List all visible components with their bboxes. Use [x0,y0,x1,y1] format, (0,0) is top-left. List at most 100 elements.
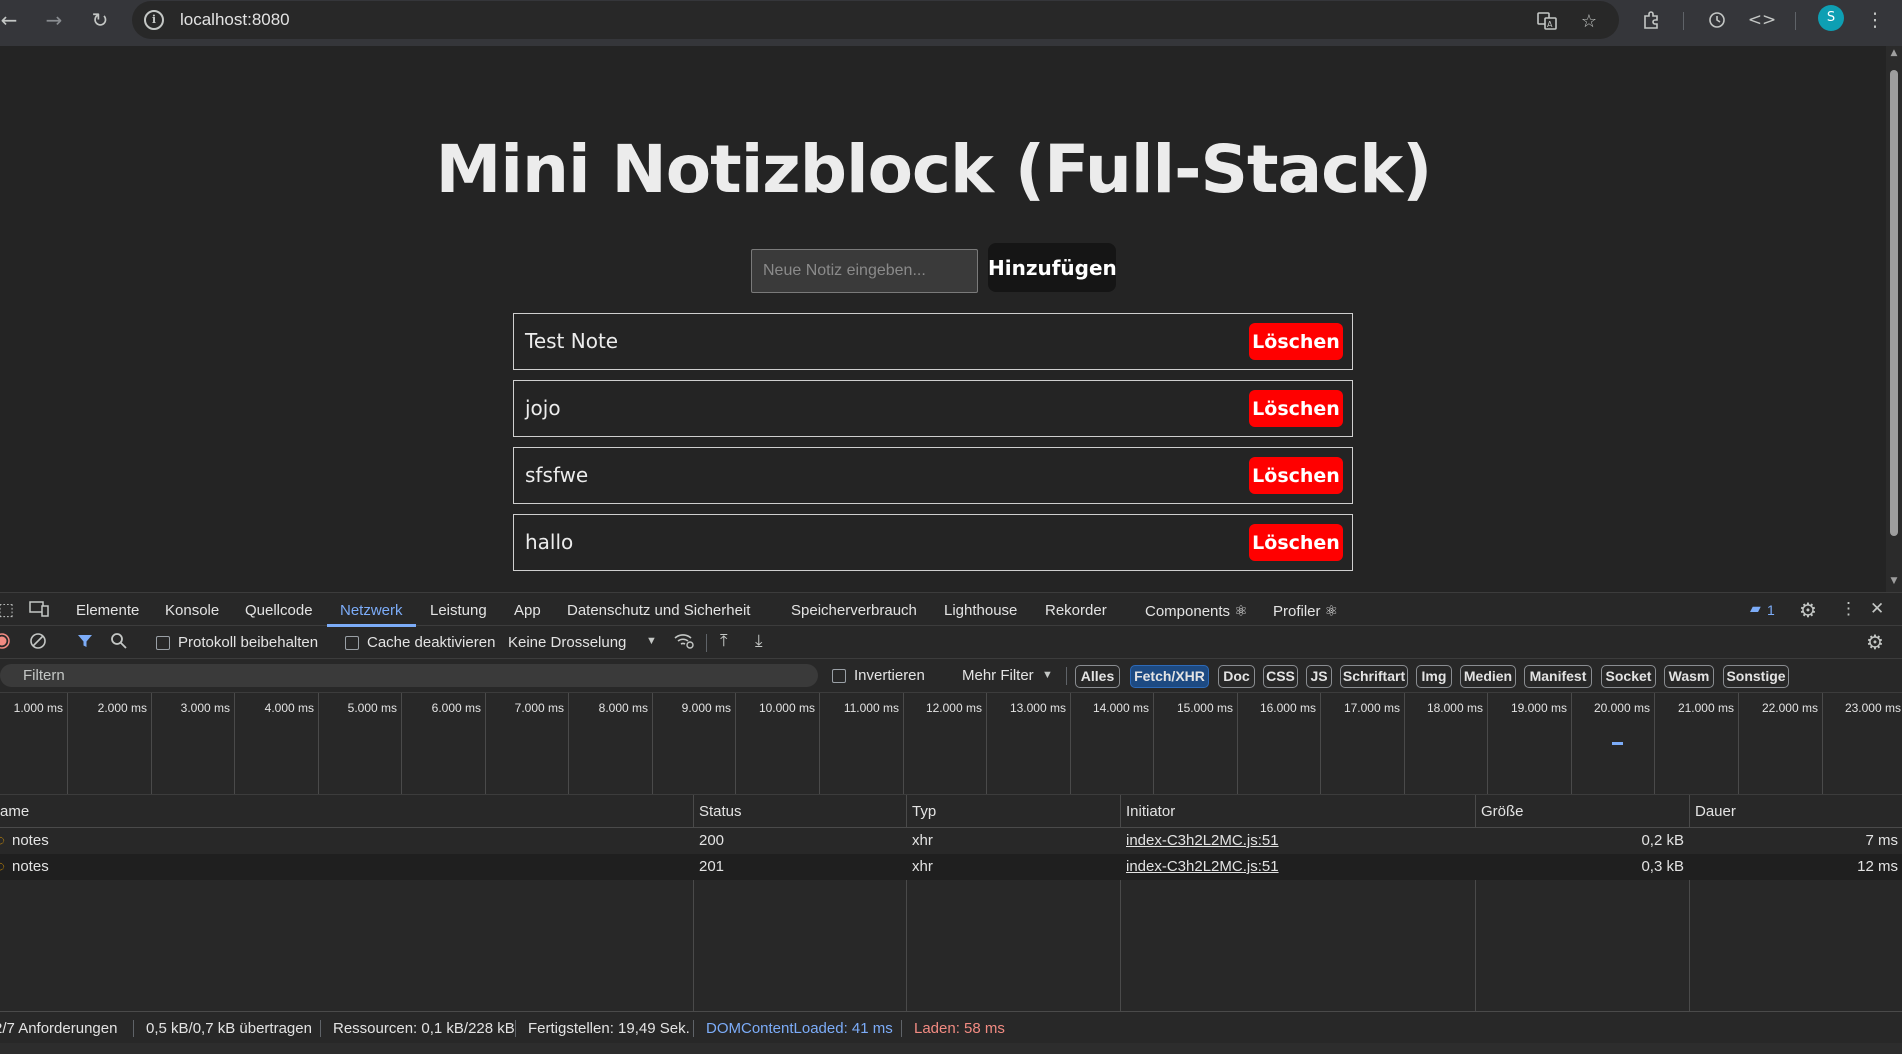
table-row[interactable]: ◌ notes 201 xhr index-C3h2L2MC.js:51 0,3… [0,854,1902,880]
filter-input[interactable] [0,664,818,687]
tab-leistung[interactable]: Leistung [430,602,487,619]
chip-doc[interactable]: Doc [1218,665,1255,688]
preserve-log-checkbox[interactable] [156,636,170,650]
timeline-gridline [903,693,904,794]
chip-js[interactable]: JS [1306,665,1332,688]
disable-cache-label[interactable]: Cache deaktivieren [367,634,496,651]
filter-funnel-icon[interactable] [76,632,94,655]
tab-speicherverbrauch[interactable]: Speicherverbrauch [791,602,917,619]
tab-rekorder[interactable]: Rekorder [1045,602,1107,619]
request-duration: 7 ms [1865,832,1898,849]
page-scrollbar[interactable]: ▲ ▼ [1886,46,1902,592]
site-info-icon[interactable]: i [144,10,164,30]
bookmark-star-icon[interactable]: ☆ [1580,10,1598,32]
issues-icon[interactable]: ▰ [1750,600,1761,616]
request-name[interactable]: notes [12,832,49,849]
request-size: 0,2 kB [1641,832,1684,849]
chip-sonstige[interactable]: Sonstige [1723,665,1789,688]
delete-note-button[interactable]: Löschen [1249,323,1343,360]
menu-kebab-icon[interactable]: ⋮ [1865,9,1885,31]
toolbar-separator [706,634,707,652]
tab-quellcode[interactable]: Quellcode [245,602,313,619]
delete-note-button[interactable]: Löschen [1249,390,1343,427]
chip-manifest[interactable]: Manifest [1524,665,1592,688]
chip-css[interactable]: CSS [1263,665,1298,688]
tab-lighthouse[interactable]: Lighthouse [944,602,1018,619]
network-conditions-icon[interactable] [673,632,695,655]
add-note-button[interactable]: Hinzufügen [988,243,1117,292]
request-status: 201 [699,858,725,875]
timeline-tick-label: 13.000 ms [1009,701,1066,715]
throttling-select[interactable]: Keine Drosselung [508,634,627,651]
more-options-icon[interactable]: ⋮ [1840,599,1857,618]
device-toolbar-icon[interactable] [29,600,49,623]
column-header-size[interactable]: Größe [1481,803,1524,820]
tab-components[interactable]: Components ⚛ [1145,603,1248,620]
timeline-request-mark [1612,742,1623,745]
export-har-icon[interactable]: ⤓ [755,631,763,650]
translate-icon[interactable]: A [1534,8,1560,34]
clear-icon[interactable] [29,632,47,655]
settings-gear-icon[interactable]: ⚙ [1799,600,1817,622]
chip-medien[interactable]: Medien [1460,665,1516,688]
more-filters-dropdown[interactable]: Mehr Filter [962,667,1034,684]
status-requests: 2/7 Anforderungen [0,1020,118,1037]
address-bar[interactable]: i localhost:8080 A ☆ [132,1,1619,39]
xhr-icon: ◌ [0,832,5,849]
chip-wasm[interactable]: Wasm [1664,665,1714,688]
tab-profiler[interactable]: Profiler ⚛ [1273,603,1339,620]
tab-app[interactable]: App [514,602,541,619]
delete-note-button[interactable]: Löschen [1249,457,1343,494]
preserve-log-label[interactable]: Protokoll beibehalten [178,634,319,651]
back-icon[interactable]: ← [0,8,18,32]
chevron-down-icon[interactable]: ▼ [646,635,657,647]
record-stop-icon[interactable] [0,633,10,654]
close-icon[interactable]: ✕ [1870,599,1885,618]
column-header-status[interactable]: Status [699,803,742,820]
scroll-up-arrow-icon[interactable]: ▲ [1890,48,1898,58]
network-settings-gear-icon[interactable]: ⚙ [1866,632,1884,654]
tab-elemente[interactable]: Elemente [76,602,140,619]
chip-img[interactable]: Img [1416,665,1452,688]
reload-icon[interactable]: ↻ [91,8,109,32]
request-initiator-link[interactable]: index-C3h2L2MC.js:51 [1126,832,1279,849]
chip-socket[interactable]: Socket [1601,665,1656,688]
devtools-bottom-edge [0,1043,1902,1054]
note-item: Test Note Löschen [513,313,1353,370]
extensions-icon[interactable] [1634,3,1668,37]
chevron-down-icon[interactable]: ▼ [1042,669,1053,681]
invert-checkbox[interactable] [832,669,846,683]
request-size: 0,3 kB [1641,858,1684,875]
table-row[interactable]: ◌ notes 200 xhr index-C3h2L2MC.js:51 0,2… [0,828,1902,854]
search-icon[interactable] [110,632,128,655]
history-icon[interactable] [1700,3,1734,37]
profile-avatar[interactable]: S [1818,5,1844,31]
new-note-input[interactable] [751,249,978,293]
chip-fetch-xhr[interactable]: Fetch/XHR [1130,665,1209,688]
inspect-element-icon[interactable]: ⬚ [0,600,15,619]
tab-netzwerk[interactable]: Netzwerk [340,602,403,619]
tab-datenschutz[interactable]: Datenschutz und Sicherheit [567,602,751,619]
scroll-down-arrow-icon[interactable]: ▼ [1890,576,1898,586]
delete-note-button[interactable]: Löschen [1249,524,1343,561]
request-name[interactable]: notes [12,858,49,875]
issues-count[interactable]: 1 [1767,602,1775,618]
column-header-type[interactable]: Typ [912,803,937,820]
chip-schriftart[interactable]: Schriftart [1340,665,1408,688]
forward-icon[interactable]: → [45,8,63,32]
devtools-code-icon[interactable]: <> [1747,10,1777,30]
column-header-initiator[interactable]: Initiator [1126,803,1176,820]
chip-alles[interactable]: Alles [1075,665,1120,688]
invert-label[interactable]: Invertieren [854,667,925,684]
request-initiator-link[interactable]: index-C3h2L2MC.js:51 [1126,858,1279,875]
url-text[interactable]: localhost:8080 [180,10,290,29]
disable-cache-checkbox[interactable] [345,636,359,650]
tab-konsole[interactable]: Konsole [165,602,220,619]
timeline-gridline [151,693,152,794]
column-header-name[interactable]: ame [0,803,30,820]
column-header-duration[interactable]: Dauer [1695,803,1736,820]
timeline-tick-label: 4.000 ms [264,701,314,715]
scrollbar-thumb[interactable] [1890,70,1898,536]
import-har-icon[interactable]: ⤒ [720,631,728,650]
